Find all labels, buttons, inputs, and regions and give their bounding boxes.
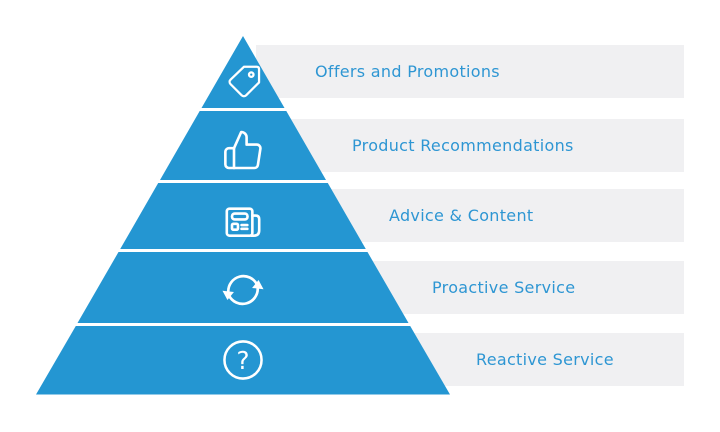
level-bar [256,119,684,172]
newspaper-icon [225,207,261,237]
level-bar [256,333,684,386]
tag-icon [228,65,261,98]
level-label: Reactive Service [476,350,614,369]
level-label: Offers and Promotions [315,62,500,81]
level-bar [256,45,684,98]
level-label: Product Recommendations [352,136,574,155]
question-glyph: ? [236,346,249,375]
level-label: Advice & Content [389,206,534,225]
level-label: Proactive Service [432,278,576,297]
